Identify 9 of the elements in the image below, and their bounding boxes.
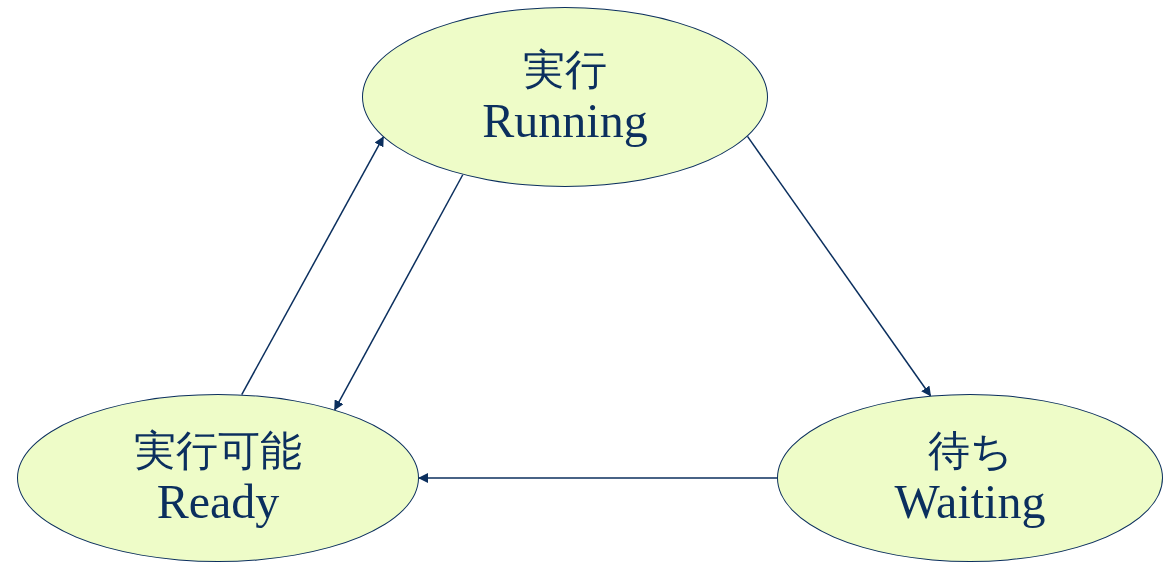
state-name-japanese: 実行 bbox=[523, 46, 607, 95]
state-name-japanese: 実行可能 bbox=[134, 427, 302, 476]
state-name-english: Running bbox=[482, 94, 648, 148]
arrow bbox=[334, 174, 464, 411]
state-name-english: Waiting bbox=[894, 475, 1046, 529]
arrow bbox=[418, 473, 778, 483]
arrow bbox=[241, 136, 384, 396]
state-name-english: Ready bbox=[156, 475, 280, 529]
state-name-japanese: 待ち bbox=[927, 427, 1013, 476]
